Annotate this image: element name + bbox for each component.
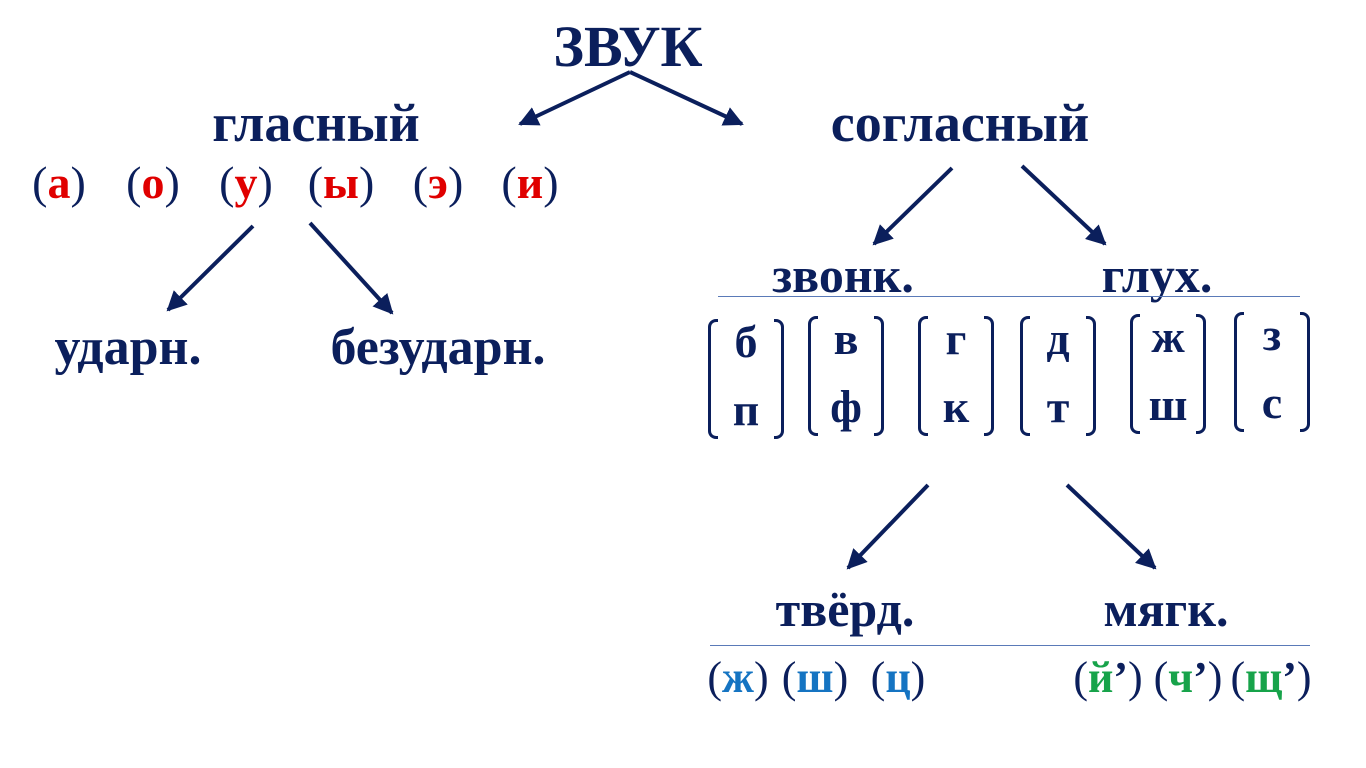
vowel-letter: (ы) <box>307 157 375 208</box>
arrow-to-voiceless <box>1020 164 1107 246</box>
hard-consonant: (ж) <box>707 653 769 702</box>
unstressed-label: безударн. <box>330 319 546 376</box>
vowel-letter: (э) <box>412 157 464 208</box>
arrow-to-voiced <box>872 166 954 246</box>
stressed-label: ударн. <box>54 319 202 376</box>
vowel-letter: (у) <box>219 157 273 208</box>
arrow-to-unstressed <box>308 221 394 315</box>
arrow-to-vowel <box>518 70 631 126</box>
root-label: ЗВУК <box>553 14 703 79</box>
soft-label: мягк. <box>1103 581 1229 637</box>
arrow-to-soft <box>1065 483 1157 570</box>
divider-voiced-voiceless <box>718 296 1300 297</box>
arrow-to-hard <box>846 483 930 570</box>
divider-hard-soft <box>710 645 1310 646</box>
arrow-to-stressed <box>166 224 255 312</box>
voiced-label: звонк. <box>772 247 914 303</box>
hard-consonant: (ш) <box>781 653 849 702</box>
soft-consonant: (й’) <box>1073 653 1143 702</box>
soft-consonant: (щ’) <box>1230 653 1312 702</box>
hard-consonant: (ц) <box>870 653 926 702</box>
voiceless-label: глух. <box>1101 247 1213 303</box>
consonant-label: согласный <box>830 93 1090 153</box>
vowel-letter: (о) <box>126 157 180 208</box>
vowel-letter: (а) <box>32 157 86 208</box>
vowel-label: гласный <box>212 93 420 153</box>
vowel-letter: (и) <box>501 157 559 208</box>
arrow-to-consonant <box>629 70 744 126</box>
hard-label: твёрд. <box>775 581 915 637</box>
soft-consonant: (ч’) <box>1153 653 1223 702</box>
